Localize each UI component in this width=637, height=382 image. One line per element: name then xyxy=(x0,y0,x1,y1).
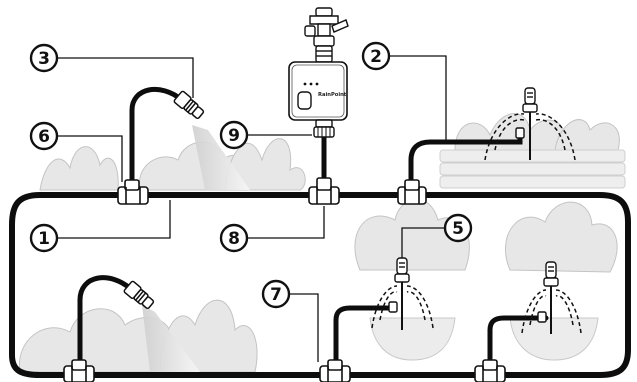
shrub-top-center xyxy=(224,138,306,191)
leader-5 xyxy=(401,227,444,258)
callout-1: 1 xyxy=(29,223,59,253)
tee-2 xyxy=(397,179,427,205)
tee-bottom-right xyxy=(474,359,506,382)
callout-8: 8 xyxy=(219,223,249,253)
timer-body xyxy=(288,61,348,121)
mist-sprays xyxy=(142,125,250,372)
callout-3: 3 xyxy=(29,43,59,73)
callout-5: 5 xyxy=(443,213,473,243)
callout-9: 9 xyxy=(219,120,249,150)
callout-8-label: 8 xyxy=(228,229,240,249)
callout-7: 7 xyxy=(261,279,291,309)
callout-5-label: 5 xyxy=(452,219,464,239)
callout-9-label: 9 xyxy=(228,126,240,146)
tee-connectors xyxy=(63,177,506,382)
callout-1-label: 1 xyxy=(38,229,50,249)
plant-pots xyxy=(369,317,599,361)
callout-7-label: 7 xyxy=(270,285,282,305)
shrub-top-right xyxy=(454,113,567,151)
mist-top-left xyxy=(192,125,250,190)
leader-1 xyxy=(58,200,171,239)
pot-center xyxy=(369,317,456,361)
tee-bottom-left xyxy=(63,359,95,382)
shrub-left xyxy=(39,146,119,191)
sprinkler-pot-right xyxy=(521,261,582,334)
pot-right xyxy=(509,317,599,361)
timer-led-icon xyxy=(303,82,307,86)
leader-7 xyxy=(290,293,319,362)
shrub-top-far-right xyxy=(554,119,620,151)
callout-6: 6 xyxy=(29,121,59,151)
mist-bottom-left xyxy=(142,305,200,372)
leader-6 xyxy=(58,135,123,182)
tee-6 xyxy=(117,179,149,205)
timer-brand-label: RainPoint xyxy=(318,92,347,98)
tee-7 xyxy=(319,359,351,382)
timer-button xyxy=(297,91,312,110)
water-timer: RainPoint xyxy=(288,61,348,138)
mist-emitter-bottom xyxy=(123,280,155,310)
callouts: 1 2 3 5 6 7 8 9 xyxy=(29,41,473,309)
callout-3-label: 3 xyxy=(38,49,50,69)
callout-2: 2 xyxy=(361,41,391,71)
tee-8 xyxy=(308,177,340,205)
leader-8 xyxy=(248,206,325,239)
water-faucet xyxy=(304,7,349,63)
sprinkler-pot-center xyxy=(371,257,434,330)
callout-2-label: 2 xyxy=(370,47,382,67)
timer-panel xyxy=(291,64,345,118)
raised-bed xyxy=(439,149,626,189)
leader-2 xyxy=(390,55,447,142)
mist-emitter-top xyxy=(173,90,205,120)
leaves-pot-right xyxy=(505,201,618,273)
callout-6-label: 6 xyxy=(38,127,50,147)
leader-3 xyxy=(58,57,194,98)
leader-lines xyxy=(58,55,447,362)
sprinkler-raised-bed xyxy=(484,87,576,161)
